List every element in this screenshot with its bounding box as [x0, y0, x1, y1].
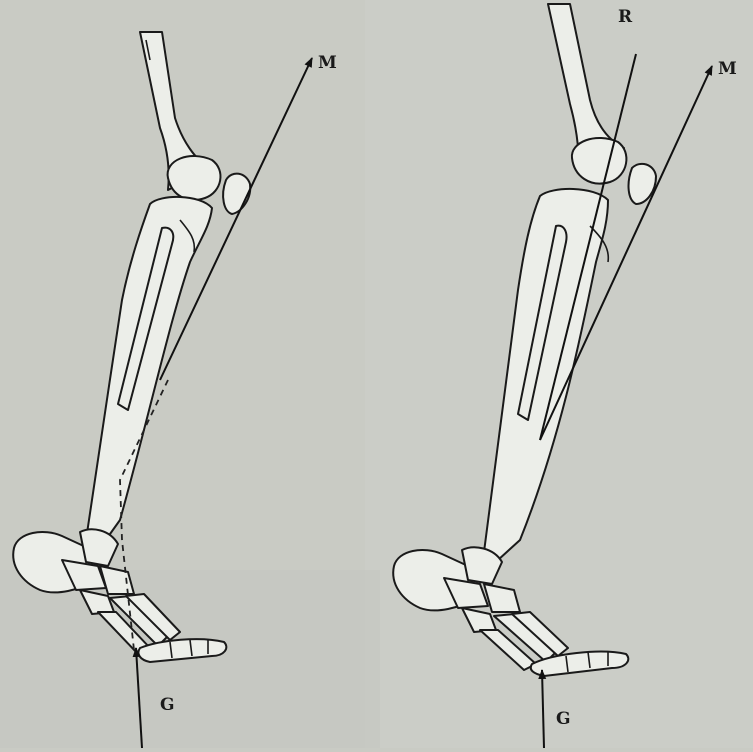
left-label-muscle-force: M — [318, 53, 337, 73]
right-label-ground-force: G — [556, 709, 571, 729]
right-femoral-condyle — [572, 138, 627, 184]
right-label-joint-force: R — [618, 7, 633, 27]
right-label-muscle-force: M — [718, 59, 737, 79]
left-label-ground-force: G — [160, 695, 175, 715]
left-femoral-condyle — [168, 156, 221, 200]
